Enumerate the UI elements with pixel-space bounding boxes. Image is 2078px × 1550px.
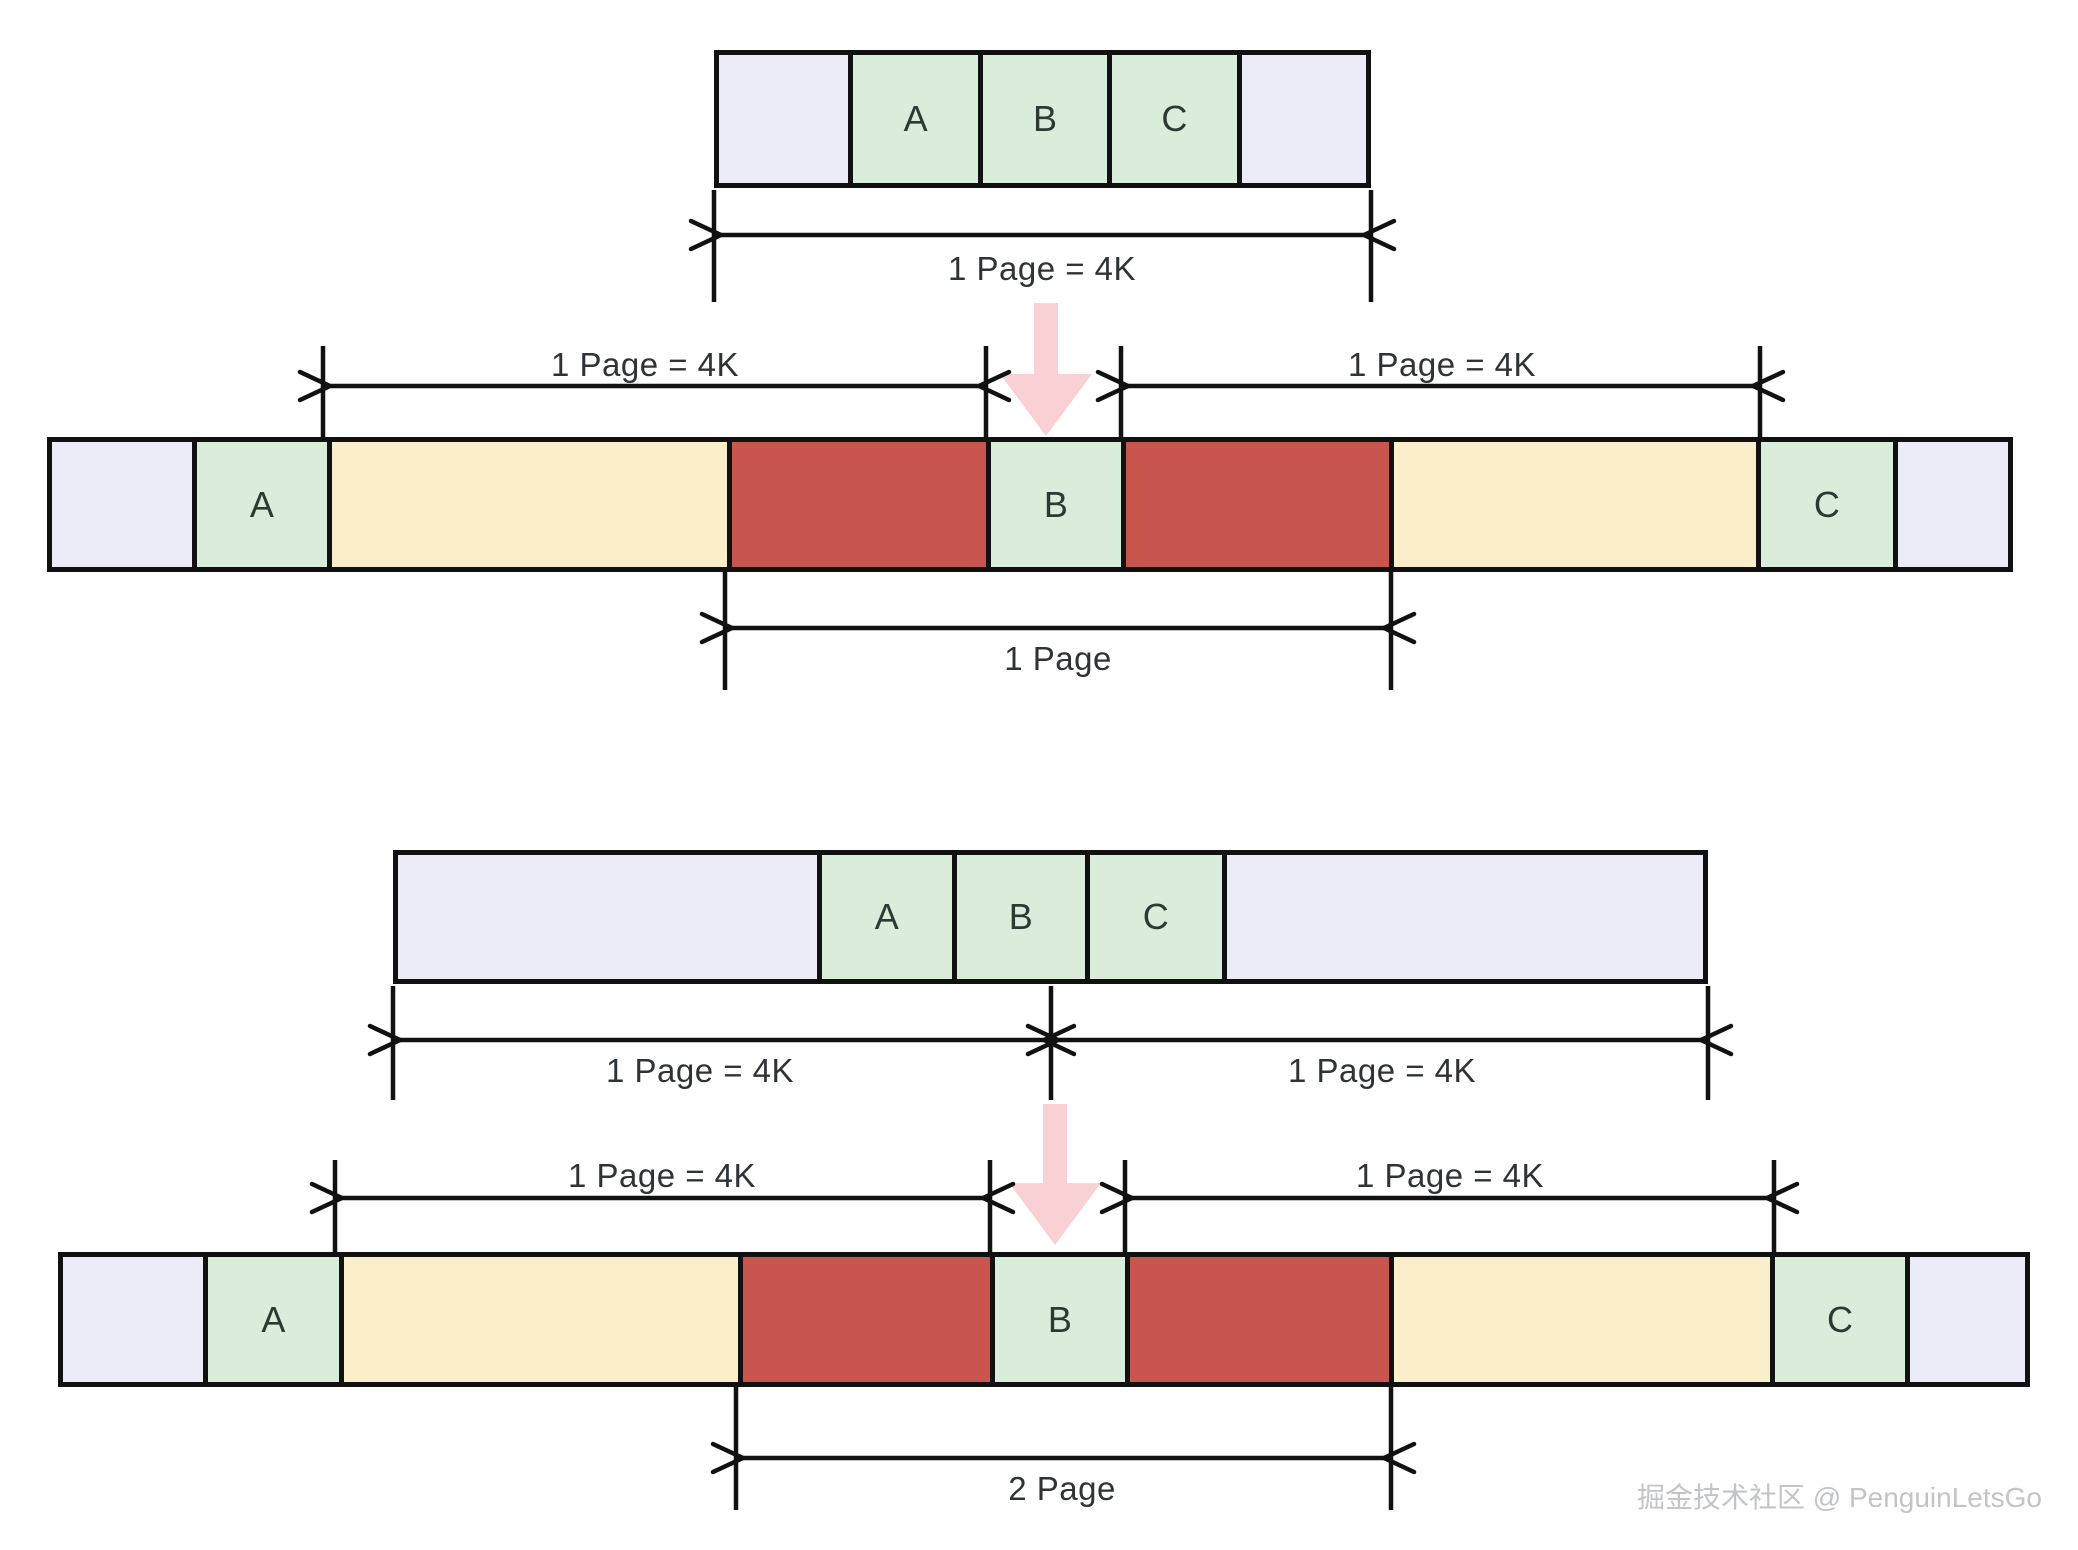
packed-struct-bar-one-page: A B C [714, 50, 1371, 188]
dimension-label: 1 Page = 4K [1355, 1157, 1545, 1194]
segment-b: B [986, 442, 1121, 567]
segment-wasted [737, 1257, 991, 1382]
segment-empty [1236, 55, 1366, 183]
dimension-label: 1 Page = 4K [550, 346, 740, 383]
segment-empty [1904, 1257, 2026, 1382]
segment-empty [52, 442, 193, 567]
segment-padding [1389, 442, 1757, 567]
segment-c: C [1770, 1257, 1905, 1382]
padded-struct-bar-two-page: A B C [58, 1252, 2030, 1387]
transform-arrow-icon [1000, 303, 1092, 436]
segment-a: A [848, 55, 978, 183]
dimension-label: 2 Page [1008, 1470, 1116, 1507]
segment-wasted [1120, 442, 1390, 567]
transform-arrow-icon [1009, 1104, 1101, 1245]
segment-wasted [726, 442, 987, 567]
segment-wasted [1124, 1257, 1390, 1382]
segment-empty [1221, 855, 1703, 979]
segment-a: A [192, 442, 327, 567]
watermark: 掘金技术社区 @ PenguinLetsGo [1636, 1482, 2042, 1513]
dimension-label: 1 Page = 4K [567, 1157, 757, 1194]
segment-padding [326, 442, 727, 567]
segment-b: B [977, 55, 1108, 183]
segment-empty [1892, 442, 2008, 567]
dimension-label: 1 Page = 4K [947, 250, 1137, 287]
segment-a: A [203, 1257, 339, 1382]
dimension-label: 1 Page = 4K [1347, 346, 1537, 383]
segment-padding [338, 1257, 738, 1382]
segment-c: C [1107, 55, 1237, 183]
segment-empty [63, 1257, 204, 1382]
packed-struct-bar-two-page: A B C [393, 850, 1708, 984]
segment-a: A [816, 855, 952, 979]
segment-b: B [990, 1257, 1125, 1382]
padded-struct-bar-one-page: A B C [47, 437, 2013, 572]
dimension-label: 1 Page = 4K [605, 1052, 795, 1089]
segment-padding [1389, 1257, 1771, 1382]
dimension-label: 1 Page [1004, 640, 1112, 677]
segment-c: C [1756, 442, 1893, 567]
segment-empty [719, 55, 849, 183]
segment-empty [398, 855, 817, 979]
segment-b: B [951, 855, 1085, 979]
segment-c: C [1084, 855, 1222, 979]
dimension-label: 1 Page = 4K [1287, 1052, 1477, 1089]
